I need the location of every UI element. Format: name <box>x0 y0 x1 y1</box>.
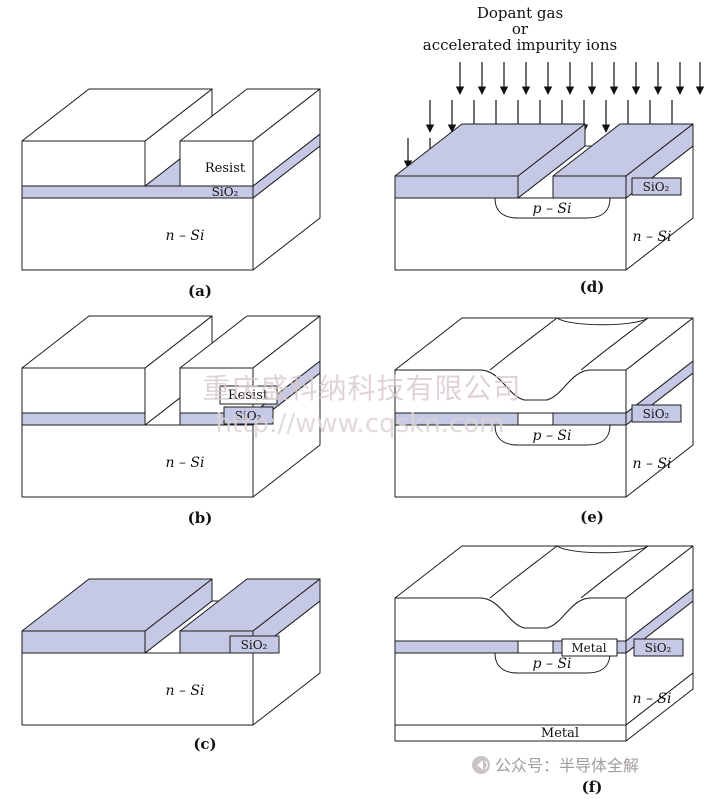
dip-channel-left-edge <box>489 317 558 371</box>
oxide-plug <box>517 412 554 426</box>
left-bar-top <box>21 315 213 369</box>
sio2-label: SiO₂ <box>643 180 670 194</box>
left-bar-top <box>21 88 213 142</box>
panel-e-caption: (e) <box>580 508 604 526</box>
watermark-company-text: 重庆盛科纳科技有限公司 <box>202 372 521 405</box>
panel-a-substrate-block <box>21 145 321 271</box>
oxide-band-left <box>394 640 519 654</box>
substrate-label: n – Si <box>633 456 672 472</box>
sio2-label: SiO₂ <box>643 407 670 421</box>
sio2-label: SiO₂ <box>212 185 239 199</box>
panel-b-caption: (b) <box>188 509 213 527</box>
panel-f-back-metal-layer <box>394 672 694 742</box>
oxide-band-left <box>21 412 146 426</box>
p-well-boundary <box>494 424 611 446</box>
center-watermark: 重庆盛科纳科技有限公司 http://www.cqskn.com <box>202 372 521 439</box>
sio2-label: SiO₂ <box>241 638 268 652</box>
side-face <box>625 317 694 414</box>
left-bar-front <box>21 367 146 414</box>
left-bar-top <box>394 123 586 177</box>
dip-channel-right-edge <box>580 545 649 599</box>
sio2-label: SiO₂ <box>645 641 672 655</box>
right-bar-front <box>552 175 627 199</box>
substrate-label: n – Si <box>633 229 672 245</box>
substrate-label: n – Si <box>166 455 205 471</box>
side-face <box>625 545 694 642</box>
right-bar-side <box>252 88 321 187</box>
sio2-label-box <box>223 406 274 425</box>
left-bar-front <box>21 630 146 654</box>
front-face <box>21 652 254 726</box>
side-face <box>625 672 694 742</box>
panel-c: SiO₂ n – Si (c) <box>21 578 321 753</box>
front-face <box>21 197 254 271</box>
dip-back-notch <box>556 545 649 554</box>
p-well-label: p – Si <box>533 428 572 444</box>
panel-f: Metal SiO₂ p – Si n – Si Metal (f) <box>394 545 694 796</box>
panel-e-substrate-block <box>394 372 694 498</box>
metal-label-box <box>561 638 618 657</box>
panel-f-top-metal-layer <box>394 545 694 642</box>
resist-label-box <box>219 385 278 405</box>
sio2-label-box <box>631 177 682 196</box>
sio2-label-box <box>229 635 280 654</box>
panel-b: Resist SiO₂ n – Si (b) <box>21 315 321 527</box>
substrate-label: n – Si <box>166 228 205 244</box>
dip-back-notch <box>556 317 649 326</box>
dip-channel-left-edge <box>489 545 558 599</box>
back-metal-label: Metal <box>541 726 579 741</box>
front-face <box>394 197 627 271</box>
sio2-label-box <box>631 404 682 423</box>
p-well-label: p – Si <box>533 656 572 672</box>
sio2-label-box <box>633 638 684 657</box>
icon-wave <box>484 760 488 770</box>
resist-label: Resist <box>205 161 246 176</box>
dopant-header-line1: Dopant gas <box>477 4 563 22</box>
dopant-header-line2: or <box>512 20 529 38</box>
p-well-label: p – Si <box>533 201 572 217</box>
panel-a-caption: (a) <box>188 282 212 300</box>
panel-e-regrown-oxide <box>394 317 694 414</box>
left-bar-front <box>394 175 519 199</box>
panel-c-caption: (c) <box>193 735 216 753</box>
front-face <box>394 724 627 742</box>
icon-glyph <box>477 760 483 770</box>
left-bar-front <box>21 140 146 187</box>
front-face <box>394 369 627 414</box>
panel-d-oxide-layer <box>394 123 694 199</box>
panel-c-oxide-layer <box>21 578 321 654</box>
wechat-official-account-icon <box>472 756 490 774</box>
substrate-label: n – Si <box>166 683 205 699</box>
left-bar-top <box>21 578 213 632</box>
panel-a-resist-layer <box>21 88 321 187</box>
substrate-label: n – Si <box>633 691 672 707</box>
watermark-url-text: http://www.cqskn.com <box>216 409 505 439</box>
metal-contact-label: Metal <box>571 641 606 655</box>
oxide-band-right <box>552 412 627 426</box>
p-well-boundary <box>494 197 611 219</box>
sio2-label: SiO₂ <box>235 409 262 423</box>
p-well-boundary <box>494 652 611 674</box>
metal-plug <box>517 640 554 654</box>
dopant-header-line3: accelerated impurity ions <box>423 36 617 54</box>
front-face <box>394 597 627 642</box>
footer-watermark: 公众号：半导体全解 <box>472 756 639 775</box>
front-face <box>394 652 627 726</box>
panel-f-caption: (f) <box>582 778 603 796</box>
panel-a: Resist SiO₂ n – Si (a) <box>21 88 321 300</box>
dip-channel-right-edge <box>580 317 649 371</box>
footer-watermark-text: 公众号：半导体全解 <box>495 756 639 775</box>
resist-label: Resist <box>228 388 269 403</box>
panel-d: Dopant gas or accelerated impurity ions <box>394 4 705 296</box>
panel-e: SiO₂ p – Si n – Si (e) <box>394 317 694 526</box>
panel-d-caption: (d) <box>580 278 605 296</box>
